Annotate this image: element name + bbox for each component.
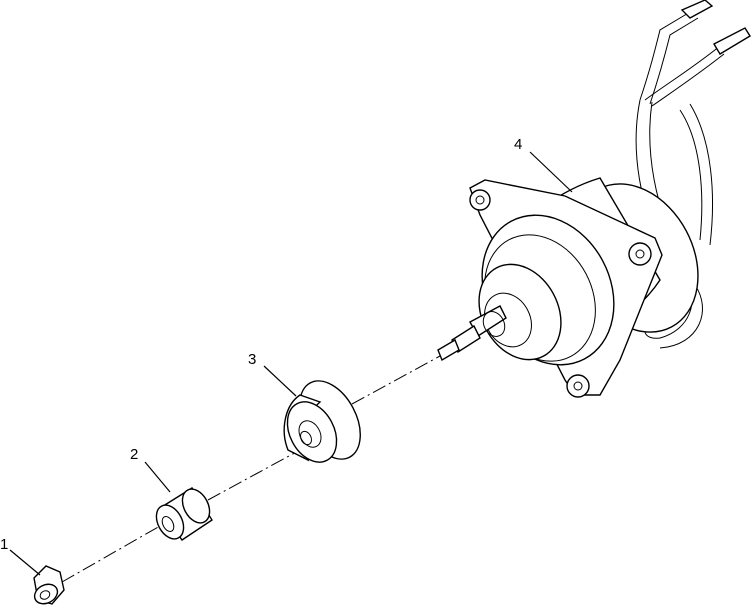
assembly-axis [61,355,441,583]
callout-3: 3 [248,351,256,368]
callout-4: 4 [514,136,522,153]
callout-2: 2 [130,446,138,463]
spacer-part [155,487,213,541]
leader-lines [9,151,573,576]
grommet-part [283,380,361,463]
callout-1: 1 [0,536,8,553]
nut-part [33,565,65,605]
motor-part [437,0,751,398]
